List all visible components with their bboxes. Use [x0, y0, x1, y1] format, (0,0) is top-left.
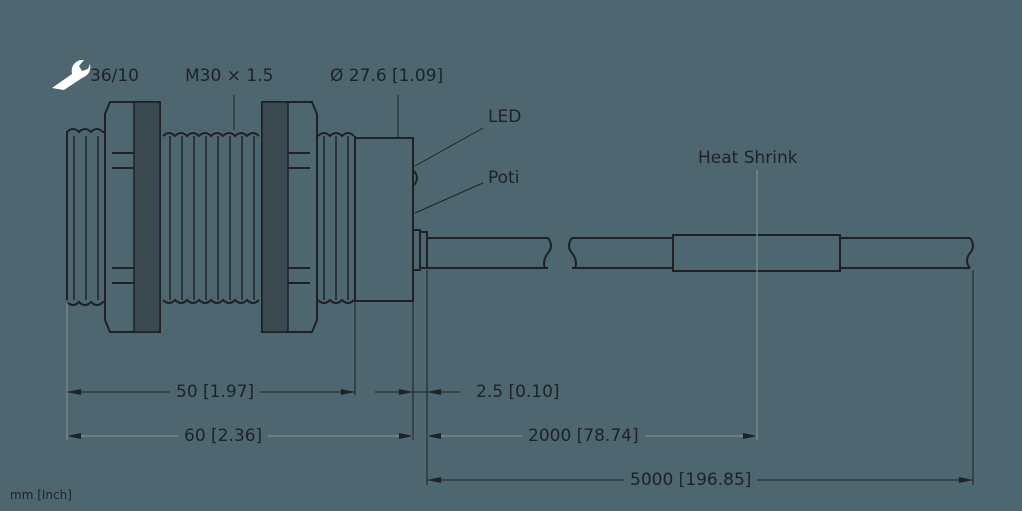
dim-heat-shrink-position: 2000 [78.74]: [522, 426, 645, 446]
housing-cap: [354, 137, 414, 302]
diameter-label: Ø 27.6 [1.09]: [330, 66, 444, 86]
poti-label: Poti: [488, 168, 520, 188]
wrench-size-label: 36/10: [90, 66, 139, 86]
led-bump: [412, 169, 418, 187]
dim-cable-length: 5000 [196.85]: [624, 470, 758, 490]
thread-label: M30 × 1.5: [185, 66, 274, 86]
thread-bottom-edge: [66, 298, 105, 306]
dim-cable-gland: 2.5 [0.10]: [476, 382, 560, 402]
thread-top-edge: [66, 128, 105, 138]
heat-shrink-label: Heat Shrink: [698, 148, 798, 168]
dim-thread-length: 50 [1.97]: [170, 382, 261, 402]
dim-housing-length: 60 [2.36]: [178, 426, 269, 446]
led-label: LED: [488, 107, 522, 127]
wrench-icon: [52, 60, 91, 90]
units-note: mm [Inch]: [10, 488, 72, 502]
